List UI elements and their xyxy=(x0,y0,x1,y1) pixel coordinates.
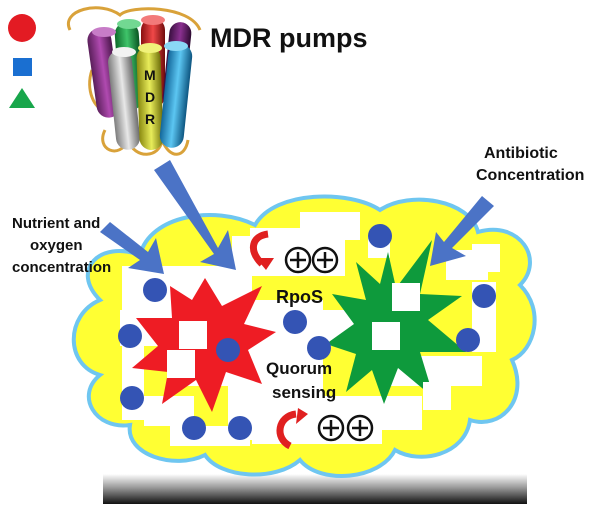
upregulation-signs-upper xyxy=(284,246,339,274)
nutrient-label-line2: oxygen xyxy=(30,237,83,254)
cell-frame xyxy=(392,283,420,311)
nutrient-arrow xyxy=(100,222,164,274)
bacterial-cell xyxy=(228,416,252,440)
pump-arrow xyxy=(154,160,236,270)
bacterial-cell xyxy=(182,416,206,440)
antibiotic-label-line2: Concentration xyxy=(476,167,584,184)
cell-frame xyxy=(372,322,400,350)
cell-frame xyxy=(423,382,451,410)
helix-blue xyxy=(159,44,193,148)
helix-gray xyxy=(108,50,140,150)
pump-letter-r: R xyxy=(145,111,155,127)
lower-arrowhead xyxy=(296,408,308,424)
quorum-label-line1: Quorum xyxy=(266,359,332,378)
nutrient-label-line3: concentration xyxy=(12,259,111,276)
bacterial-cell xyxy=(216,338,240,362)
bacterial-cell xyxy=(120,386,144,410)
bacterial-cell xyxy=(143,278,167,302)
green-triangle-icon xyxy=(9,88,35,108)
upper-arrowhead xyxy=(256,258,274,270)
helix-yellow xyxy=(136,46,164,150)
bacterial-cell xyxy=(283,310,307,334)
red-circle-icon xyxy=(8,14,36,42)
quorum-label-line2: sensing xyxy=(272,383,336,402)
bacterial-cell xyxy=(456,328,480,352)
cell-frame xyxy=(472,244,500,272)
mdr-pump-complex: M D R xyxy=(66,6,202,156)
nutrient-label-line1: Nutrient and xyxy=(12,215,100,232)
upregulation-signs-lower xyxy=(317,414,374,442)
pump-letter-d: D xyxy=(145,89,155,105)
cell-frame xyxy=(179,321,207,349)
title: MDR pumps xyxy=(210,23,368,53)
bacterial-cell xyxy=(118,324,142,348)
antibiotic-label-line1: Antibiotic xyxy=(484,145,558,162)
bacterial-cell xyxy=(472,284,496,308)
bacterial-cell xyxy=(368,224,392,248)
blue-square-icon xyxy=(13,58,32,76)
antibiotic-arrow xyxy=(430,196,494,266)
substrate-surface xyxy=(103,474,527,504)
pump-letter-m: M xyxy=(144,67,156,83)
cell-frames xyxy=(167,212,500,424)
indicator-arrows xyxy=(100,160,494,274)
rpos-label: RpoS xyxy=(276,287,323,307)
cell-frame xyxy=(332,212,360,240)
cell-frame xyxy=(167,350,195,378)
bacterial-cell xyxy=(307,336,331,360)
cell-frame xyxy=(388,396,416,424)
lower-curved-arrow xyxy=(276,410,297,450)
